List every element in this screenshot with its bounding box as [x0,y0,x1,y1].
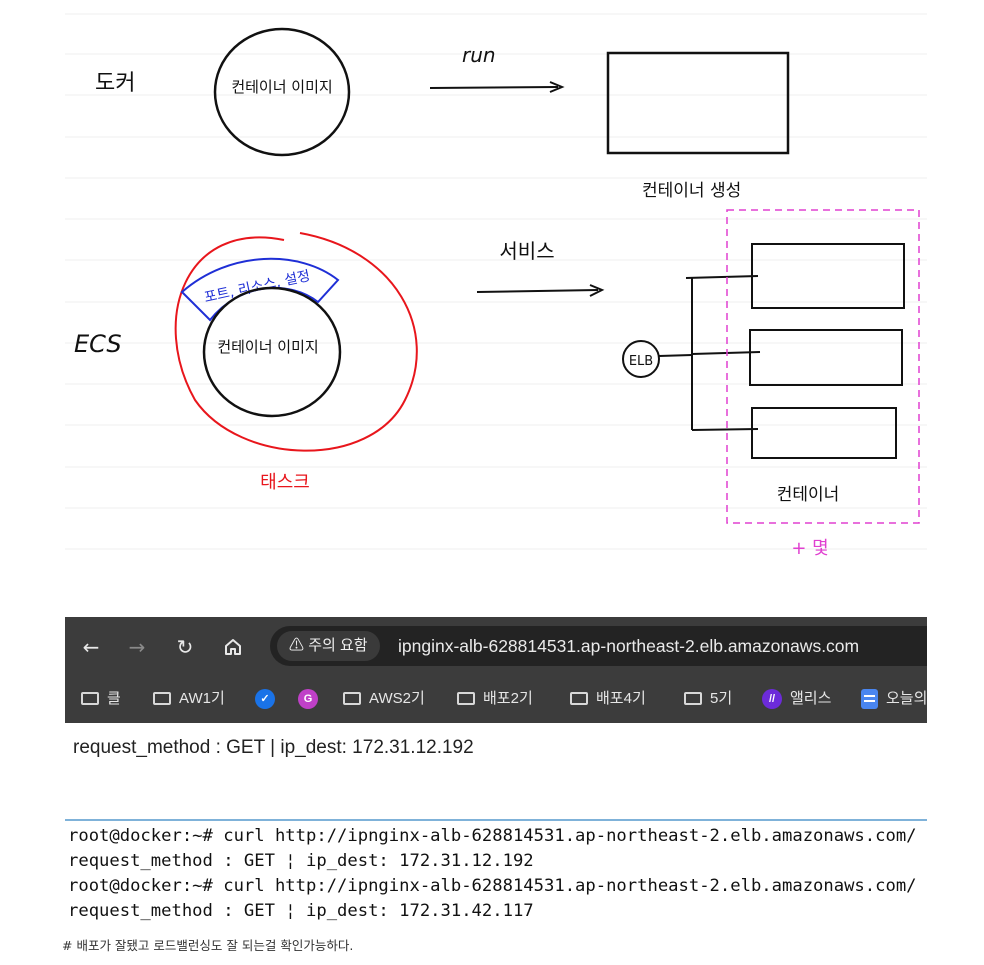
arrow-right-icon: → [128,635,146,659]
home-button[interactable] [219,633,247,661]
reload-button[interactable]: ↻ [171,633,199,661]
task-settings-label: 포트, 리소스, 설정 [203,268,312,306]
docs-icon [861,689,878,710]
elb-branch-2 [691,351,761,355]
ecs-label: ECS [74,330,122,358]
service-label: 서비스 [499,239,554,263]
security-warning-chip[interactable]: ⚠ 주의 요함 [277,631,380,661]
ecs-container-image-circle [202,286,342,418]
forward-button[interactable]: → [123,633,151,661]
container-box [606,51,790,155]
containers-group-box [726,209,920,524]
elb-link [658,354,693,357]
run-arrow [429,86,559,89]
bookmark-folder-5[interactable]: 5기 [684,675,732,723]
container-create-label: 컨테이너 생성 [642,181,741,201]
elb-branch-1 [685,275,759,279]
terminal-line: request_method : GET ¦ ip_dest: 172.31.1… [68,851,534,871]
service-arrow-head [589,284,605,297]
bookmark-folder-aws2[interactable]: AWS2기 [343,675,425,723]
address-bar[interactable]: ⚠ 주의 요함 ipnginx-alb-628814531.ap-northea… [270,626,927,666]
terminal-line: root@docker:~# curl http://ipnginx-alb-6… [68,876,917,896]
terminal-line: root@docker:~# curl http://ipnginx-alb-6… [68,826,917,846]
count-label: + 몇 [791,538,828,559]
folder-icon [81,691,99,705]
task-label: 태스크 [260,472,310,493]
folder-icon [153,691,171,705]
folder-icon [570,691,588,705]
home-icon [225,639,241,655]
elice-icon: // [762,689,782,710]
ecs-container-image-label: 컨테이너 이미지 [217,338,318,356]
security-warning-label: 주의 요함 [308,637,368,654]
sketch-diagram: 도커 컨테이너 이미지 run 컨테이너 생성 ECS 포트, 리소스, 설정 … [65,13,927,559]
browser-toolbar: ← → ↻ ⚠ 주의 요함 ipnginx-alb-628814531.ap-n… [65,617,927,675]
folder-icon [457,691,475,705]
divider [65,819,927,821]
app-icon: ✓ [255,689,275,710]
back-button[interactable]: ← [77,633,105,661]
elb-branch-3 [691,428,759,431]
g-badge-icon: G [298,689,318,710]
bookmark-folder-aw1[interactable]: AW1기 [153,675,225,723]
elb-label: ELB [629,354,653,369]
service-arrow [476,289,599,293]
bookmark-app[interactable]: ✓ [255,675,283,723]
bookmark-g[interactable]: G [298,675,326,723]
task-ring [174,232,418,452]
container-box-1 [751,243,905,309]
terminal-output: root@docker:~# curl http://ipnginx-alb-6… [68,824,917,924]
container-image-circle [213,27,351,157]
bookmark-docs[interactable]: 오늘의 [861,675,927,723]
browser-window: ← → ↻ ⚠ 주의 요함 ipnginx-alb-628814531.ap-n… [65,617,927,723]
docker-label: 도커 [95,71,135,96]
run-label: run [462,43,496,67]
reload-icon: ↻ [176,635,194,659]
container-image-label: 컨테이너 이미지 [231,78,332,96]
terminal-line: request_method : GET ¦ ip_dest: 172.31.4… [68,901,534,921]
url-text[interactable]: ipnginx-alb-628814531.ap-northeast-2.elb… [398,636,860,656]
page-result-text: request_method : GET | ip_dest: 172.31.1… [73,737,474,758]
caption-text: # 배포가 잘됐고 로드밸런싱도 잘 되는걸 확인가능하다. [62,938,354,953]
container-box-3 [751,407,897,459]
bookmarks-bar: 클 AW1기 ✓ G AWS2기 배포2기 배포4기 5기 //앨리스 오늘의 [65,675,927,723]
elb-circle [622,340,660,378]
bookmark-folder-deploy2[interactable]: 배포2기 [457,675,533,723]
folder-icon [343,691,361,705]
bookmark-folder-deploy4[interactable]: 배포4기 [570,675,646,723]
arrow-left-icon: ← [82,635,100,659]
container-box-2 [749,329,903,386]
warning-triangle-icon: ⚠ [289,637,305,654]
containers-label: 컨테이너 [777,485,840,505]
run-arrow-head [549,81,565,93]
folder-icon [684,691,702,705]
bookmark-folder-1[interactable]: 클 [81,675,121,723]
bookmark-elice[interactable]: //앨리스 [762,675,831,723]
